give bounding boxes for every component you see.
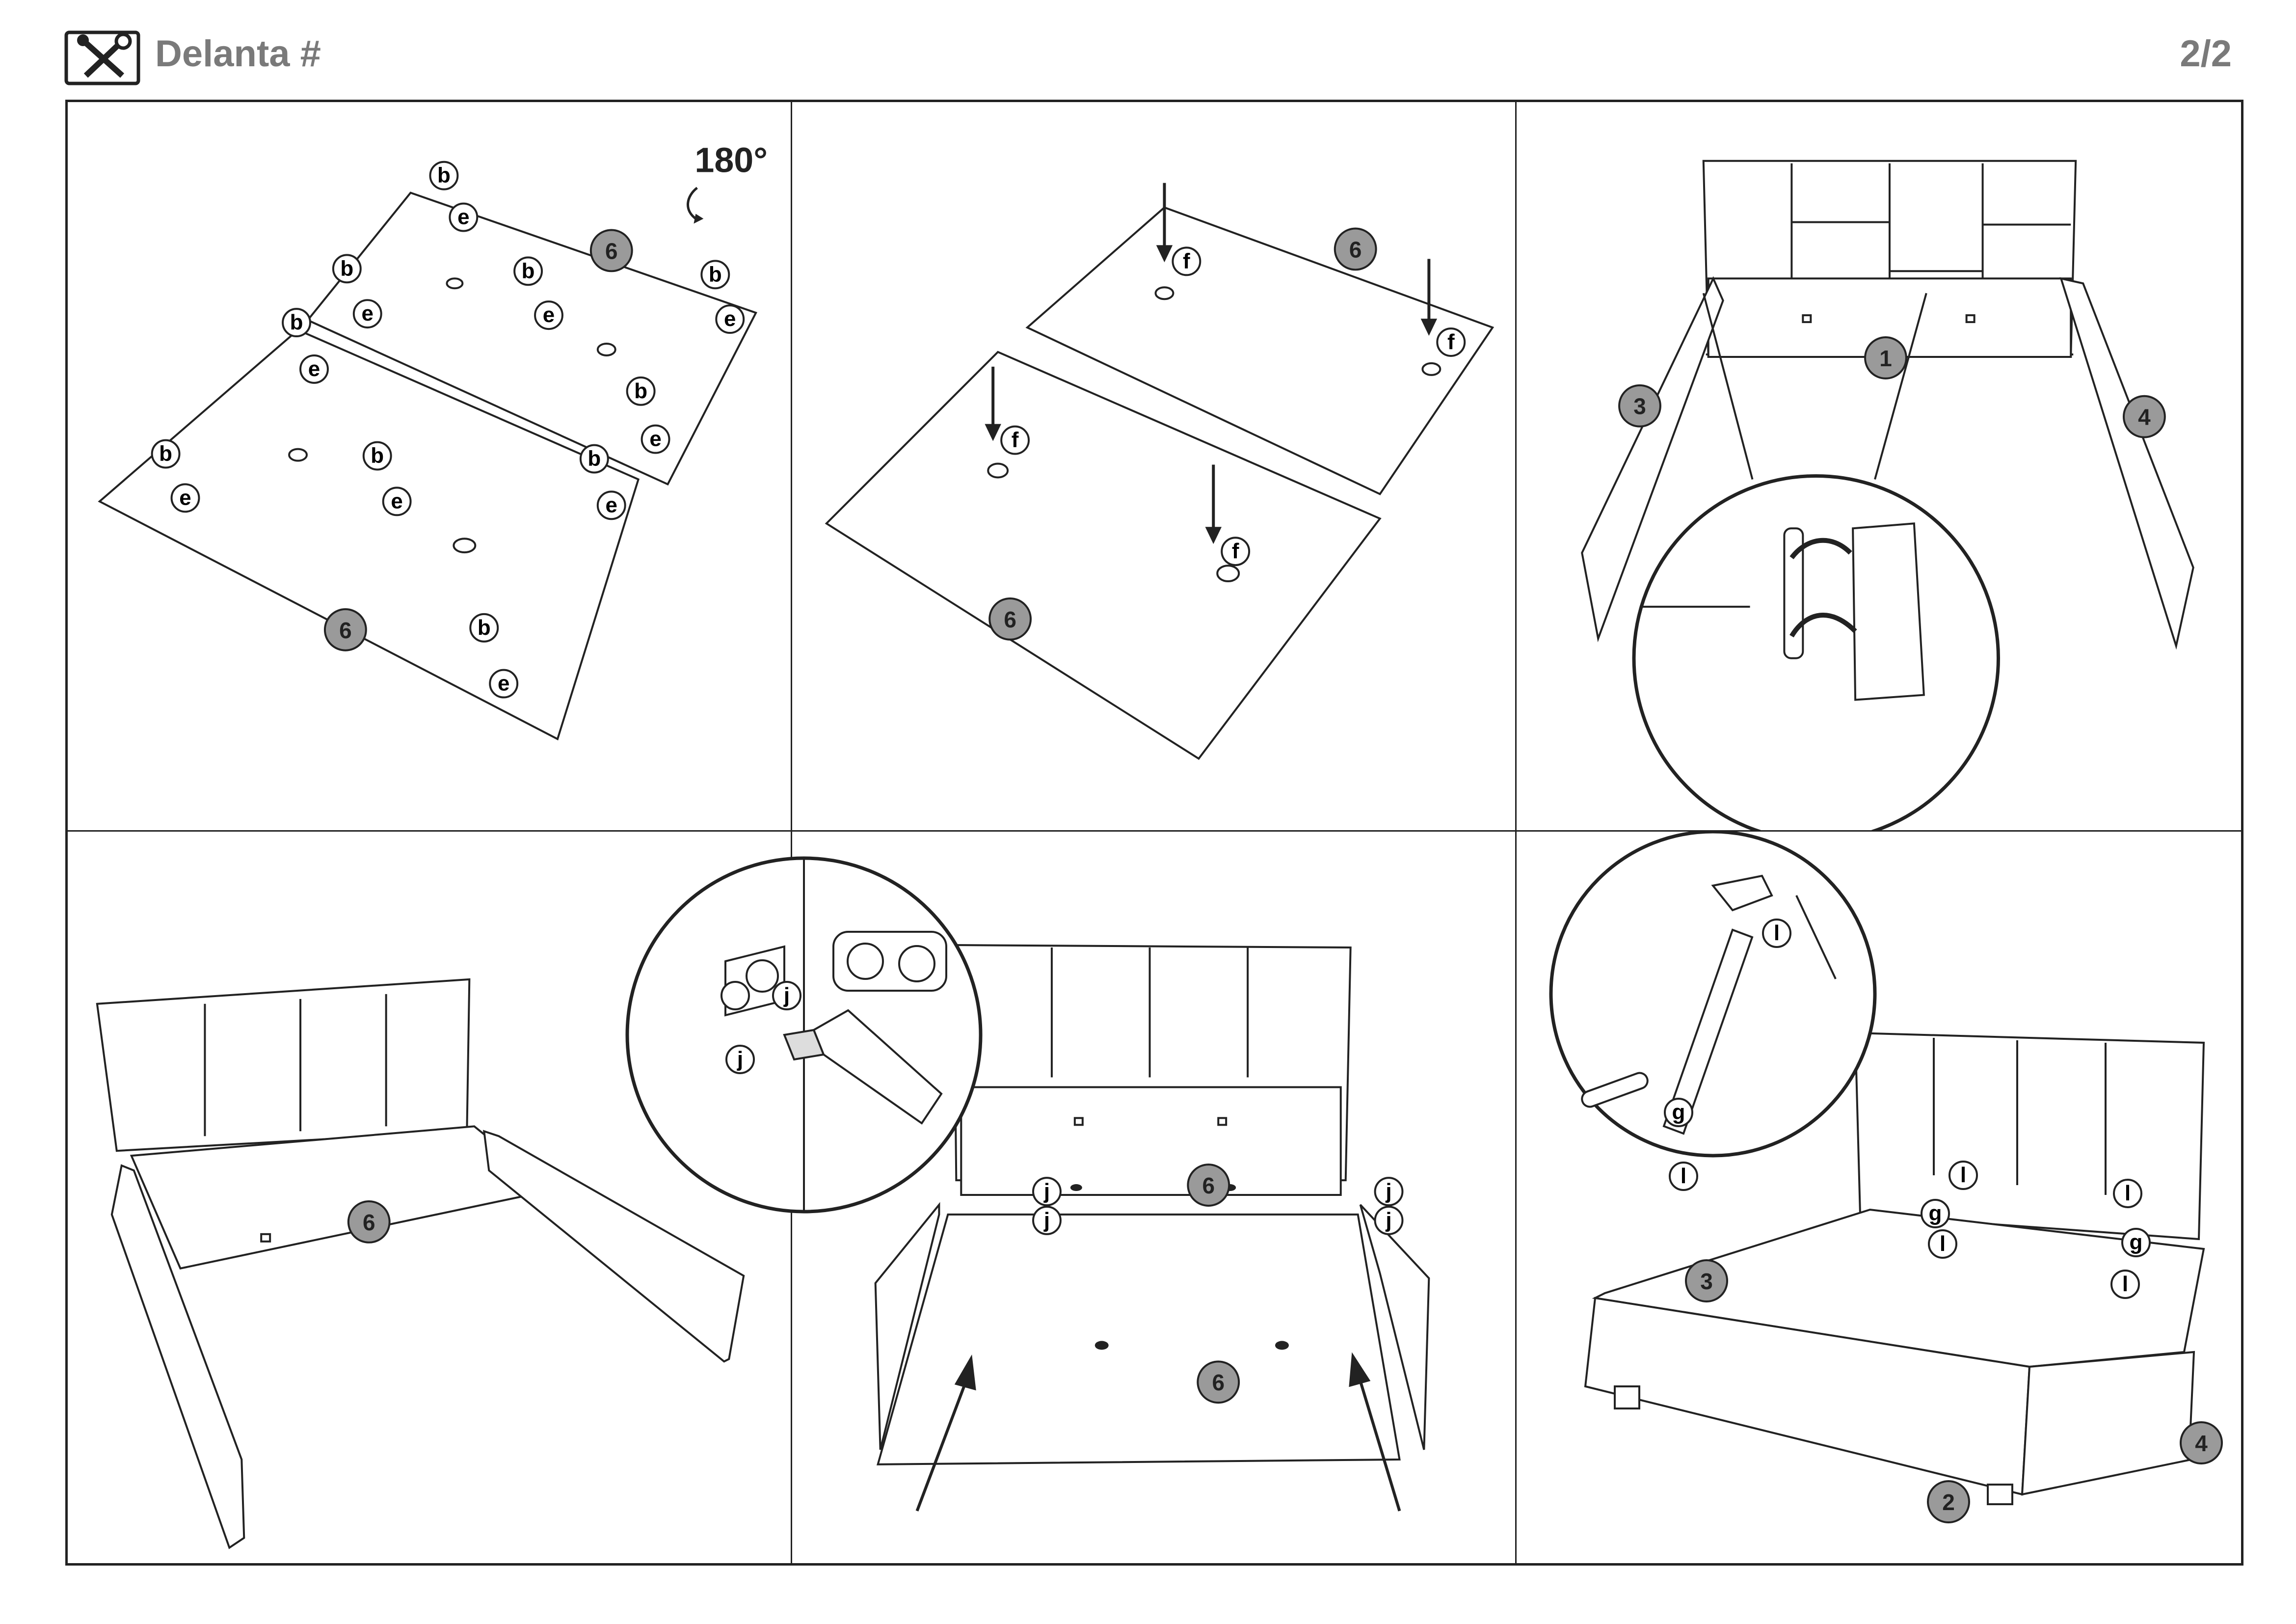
svg-text:g: g [1929, 1201, 1942, 1225]
svg-text:j: j [1043, 1208, 1050, 1232]
instruction-grid: b e b e b e b e b e b e b e b e b e b e [65, 100, 2243, 1566]
svg-text:f: f [1232, 539, 1239, 563]
svg-text:e: e [391, 489, 402, 513]
svg-text:e: e [362, 301, 374, 325]
step-panel-1: b e b e b e b e b e b e b e b e b e b e [68, 102, 792, 832]
hardware-b-label: b [437, 163, 451, 188]
svg-text:e: e [498, 672, 509, 696]
svg-text:3: 3 [1700, 1269, 1713, 1294]
svg-text:b: b [587, 447, 601, 471]
svg-text:j: j [737, 1047, 743, 1071]
detail-callout-connector: j j [608, 839, 990, 1231]
hardware-f-label: f [1183, 249, 1190, 273]
svg-text:6: 6 [339, 618, 352, 643]
svg-text:6: 6 [363, 1210, 375, 1235]
hardware-l-label: l [1774, 921, 1780, 945]
svg-text:j: j [1385, 1208, 1391, 1232]
svg-text:l: l [1940, 1232, 1946, 1256]
part-2-label: 2 [1942, 1489, 1955, 1515]
svg-text:b: b [159, 442, 172, 466]
svg-text:e: e [606, 493, 617, 517]
svg-text:l: l [2125, 1181, 2131, 1205]
page-number: 2/2 [2180, 33, 2232, 75]
svg-text:180°: 180° [694, 141, 768, 180]
svg-text:b: b [709, 262, 722, 286]
part-6-label: 6 [605, 238, 618, 264]
rotate-180-icon: 180° [687, 141, 768, 224]
step-panel-5: j j j j 6 6 [792, 832, 1517, 1564]
svg-text:l: l [1681, 1164, 1686, 1188]
svg-text:6: 6 [1202, 1173, 1215, 1198]
svg-text:e: e [543, 303, 555, 327]
svg-text:g: g [2130, 1230, 2143, 1254]
step-panel-3: 1 3 4 [1517, 102, 2243, 832]
svg-text:b: b [371, 444, 384, 468]
tools-icon [64, 30, 140, 85]
svg-text:b: b [634, 379, 647, 403]
hardware-g-label: g [1672, 1100, 1685, 1124]
svg-text:f: f [1447, 330, 1455, 354]
svg-text:b: b [522, 259, 535, 283]
svg-text:f: f [1012, 428, 1019, 452]
svg-text:6: 6 [1004, 607, 1016, 632]
part-4-label: 4 [2138, 405, 2151, 430]
svg-text:e: e [308, 357, 320, 381]
document-title: Delanta # [155, 33, 321, 75]
page-header: Delanta # 2/2 [0, 0, 2296, 93]
svg-text:6: 6 [1349, 237, 1362, 262]
step-panel-4: 6 [68, 832, 792, 1564]
step-panel-2: f f f f 6 6 [792, 102, 1517, 832]
svg-text:j: j [1385, 1179, 1391, 1203]
svg-text:j: j [783, 983, 790, 1007]
svg-text:l: l [1960, 1163, 1966, 1187]
svg-text:b: b [290, 310, 303, 334]
svg-text:4: 4 [2195, 1431, 2208, 1456]
svg-text:e: e [457, 205, 469, 229]
part-3-label: 3 [1633, 394, 1646, 419]
svg-text:l: l [2122, 1272, 2128, 1296]
hardware-j-label: j [1043, 1179, 1050, 1203]
svg-text:e: e [649, 427, 661, 451]
svg-text:b: b [478, 616, 491, 640]
svg-text:e: e [179, 486, 191, 510]
svg-text:6: 6 [1212, 1370, 1225, 1395]
svg-text:e: e [724, 307, 736, 331]
svg-text:b: b [340, 256, 353, 280]
part-1-label: 1 [1879, 346, 1892, 371]
step-panel-6: l g l l g l l g l 3 4 2 [1517, 832, 2243, 1564]
